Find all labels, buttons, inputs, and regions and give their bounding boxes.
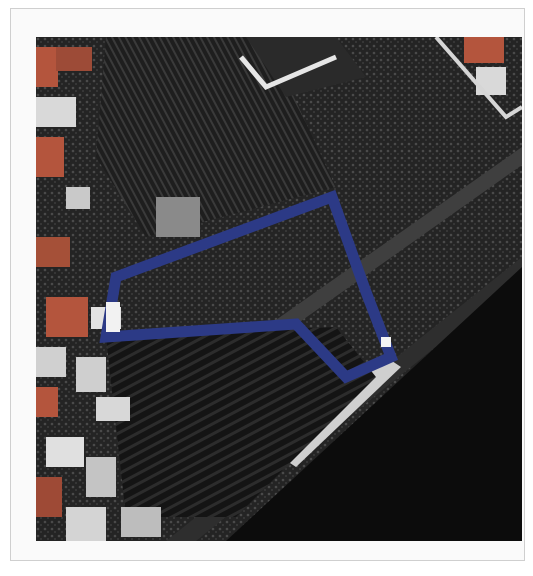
road-edge-right [434, 37, 522, 120]
building-17 [121, 507, 161, 537]
building-1 [36, 47, 58, 87]
building-18 [156, 197, 200, 237]
building-16 [66, 507, 106, 541]
building-6 [36, 237, 70, 267]
road-diagonal-1 [226, 147, 522, 367]
building-7 [46, 297, 88, 337]
dark-woodland [226, 267, 522, 541]
field-upper-left [96, 37, 336, 237]
building-9 [36, 347, 66, 377]
white-roof-site [106, 302, 120, 332]
aerial-svg [36, 37, 522, 541]
building-14 [86, 457, 116, 497]
building-15 [36, 477, 62, 517]
building-13 [46, 437, 84, 467]
building-11 [36, 387, 58, 417]
building-3 [36, 97, 76, 127]
building-2 [56, 47, 92, 71]
building-4 [36, 137, 64, 177]
building-5 [66, 187, 90, 209]
site-boundary-overlay [99, 189, 399, 384]
building-10 [76, 357, 106, 392]
aerial-map [36, 37, 522, 541]
white-spot [381, 337, 391, 347]
building-12 [96, 397, 130, 421]
road-upper-right [239, 54, 337, 91]
field-lower [106, 327, 376, 517]
building-19 [464, 37, 504, 63]
